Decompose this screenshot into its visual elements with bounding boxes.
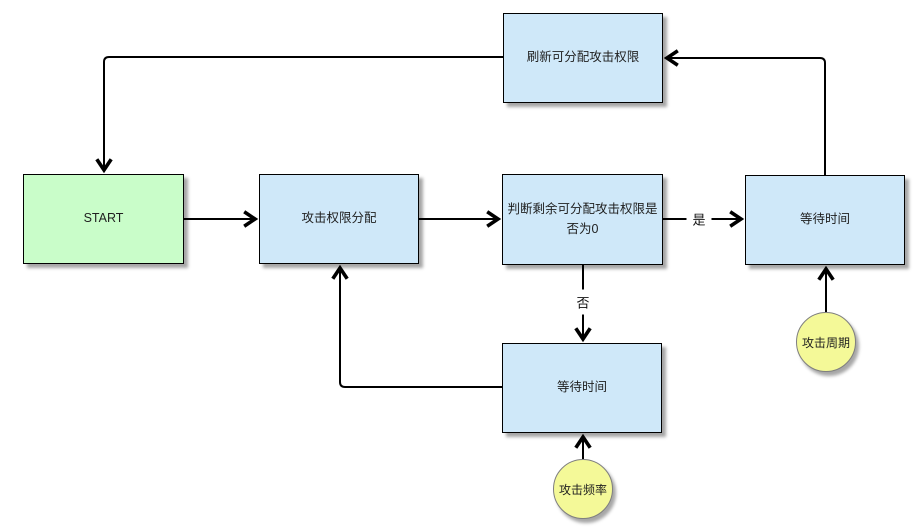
node-label: START (83, 211, 124, 226)
node-start: START (23, 174, 184, 264)
edge-label-yes: 是 (686, 206, 712, 232)
node-attack-permission-allocation: 攻击权限分配 (259, 174, 419, 264)
node-judge-remaining-permissions-zero: 判断剩余可分配攻击权限是 否为0 (502, 174, 663, 265)
edge-wait-right-to-refresh (663, 49, 826, 175)
edge-wait-bottom-to-allocate (331, 264, 502, 388)
node-wait-time-bottom: 等待时间 (502, 343, 662, 433)
node-label: 等待时间 (799, 212, 850, 227)
node-label: 攻击权限分配 (301, 211, 377, 226)
edge-refresh-to-start (95, 56, 503, 174)
annotation-attack-frequency: 攻击频率 (553, 459, 613, 519)
node-label: 等待时间 (556, 380, 607, 395)
annotation-label: 攻击周期 (801, 335, 850, 350)
node-label: 判断剩余可分配攻击权限是 否为0 (507, 202, 658, 236)
annotation-label: 攻击频率 (558, 482, 607, 497)
annotation-attack-cycle: 攻击周期 (796, 312, 856, 372)
edge-label-no: 否 (570, 289, 596, 315)
node-wait-time-right: 等待时间 (745, 175, 905, 265)
node-label: 刷新可分配攻击权限 (526, 50, 640, 65)
node-refresh-attack-permissions: 刷新可分配攻击权限 (503, 13, 663, 103)
